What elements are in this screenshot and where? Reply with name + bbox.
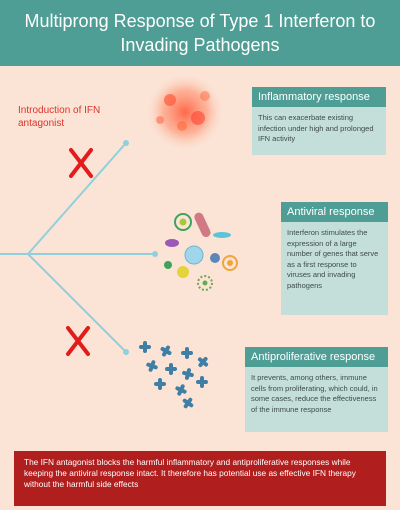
ifn-antagonist-label: Introduction of IFN antagonist (18, 105, 101, 129)
branch-end-dot (123, 140, 129, 146)
block-x-icon (66, 326, 90, 356)
card-heading: Antiproliferative response (245, 347, 388, 367)
inflammation-blob-icon (145, 72, 225, 152)
page-title: Multiprong Response of Type 1 Interferon… (0, 0, 400, 66)
card-body: Interferon stimulates the expression of … (287, 228, 379, 290)
antiproliferative-response-card: Antiproliferative response It prevents, … (245, 347, 388, 432)
card-heading: Antiviral response (281, 202, 388, 222)
block-x-icon (69, 148, 93, 178)
branch-end-dot (152, 251, 158, 257)
immune-cells-cluster-icon (139, 341, 209, 409)
pathogens-cluster-icon (164, 212, 238, 291)
branch-antiproliferative (27, 253, 127, 353)
card-body: This can exacerbate existing infection u… (258, 113, 374, 143)
antiviral-response-card: Antiviral response Interferon stimulates… (281, 202, 388, 315)
summary-footer: The IFN antagonist blocks the harmful in… (14, 451, 386, 506)
branch-end-dot (123, 349, 129, 355)
branch-inflammatory (27, 142, 127, 255)
branch-lines (0, 142, 155, 353)
card-body: It prevents, among others, immune cells … (251, 373, 378, 414)
card-heading: Inflammatory response (252, 87, 386, 107)
inflammatory-response-card: Inflammatory response This can exacerbat… (252, 87, 386, 155)
